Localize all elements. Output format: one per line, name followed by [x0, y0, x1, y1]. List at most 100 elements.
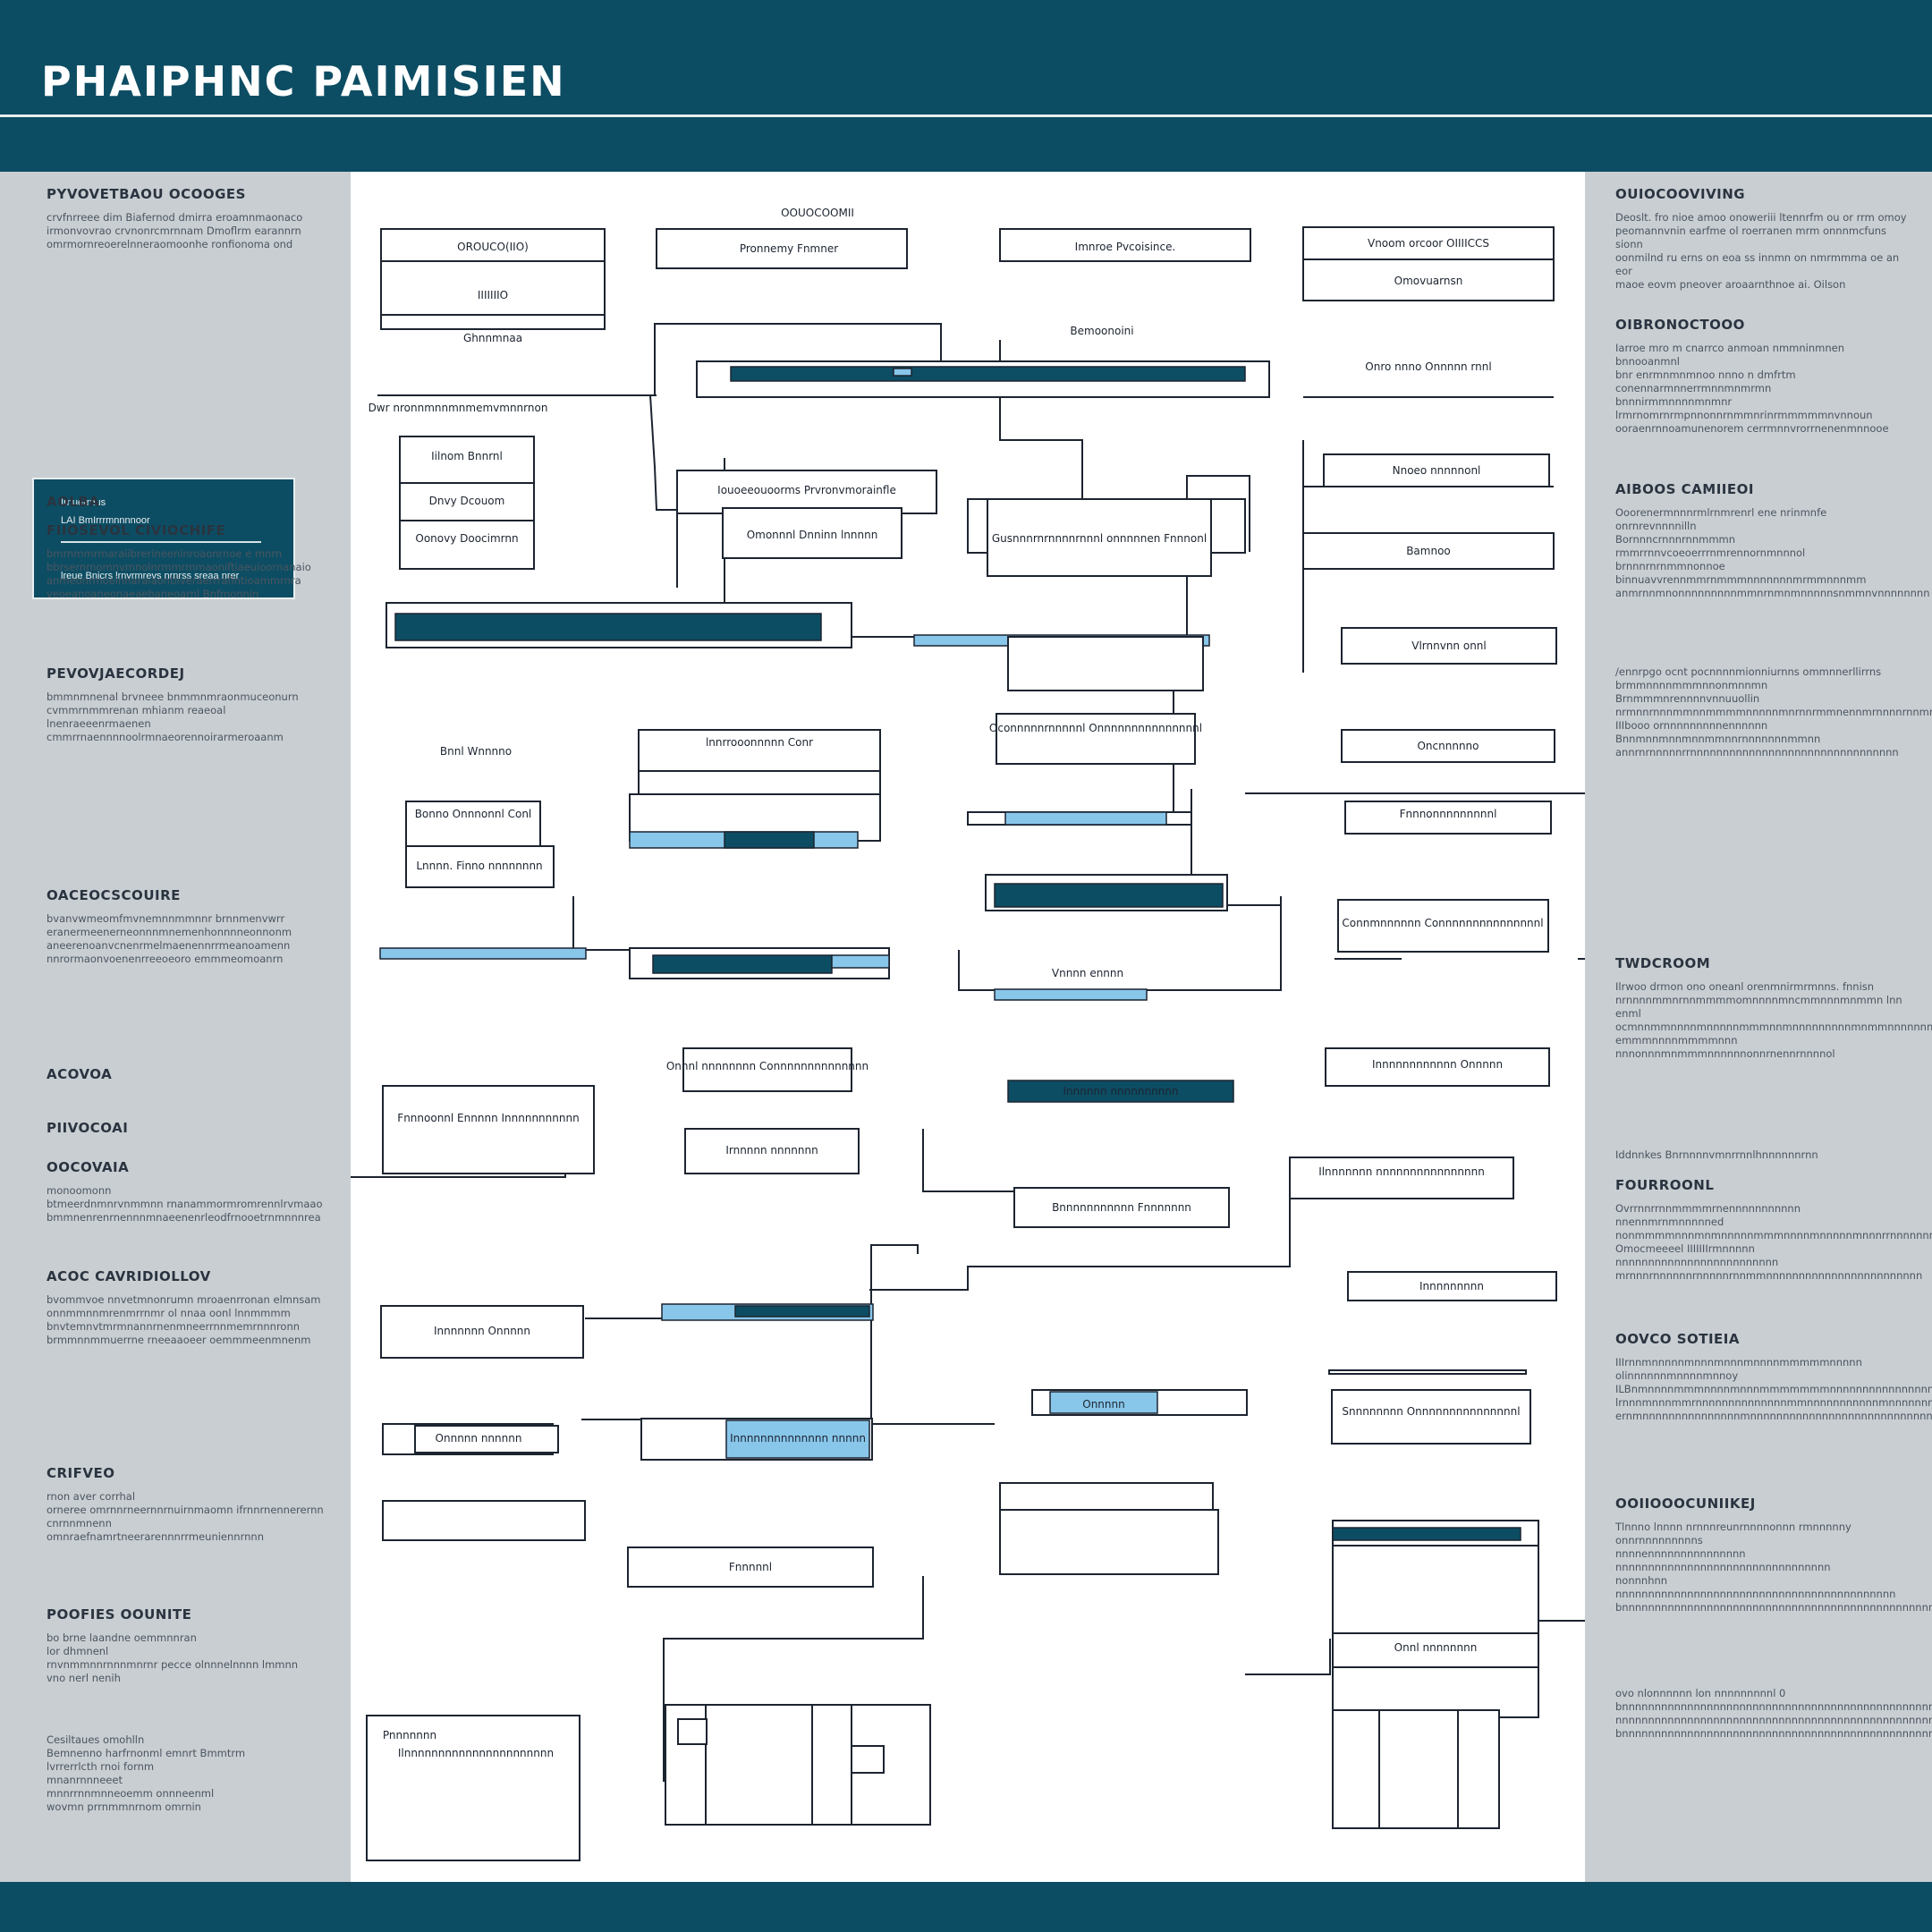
- diagram-box: [380, 228, 606, 330]
- right-section-3-title: AIBOOS CAMIIEOI: [1615, 481, 1754, 497]
- progress-bar-dark: [1332, 1527, 1521, 1541]
- connector: [649, 394, 678, 588]
- left-section-10-body: rnon aver corrhal orneree omrnnrneernnrn…: [47, 1490, 324, 1543]
- diagram-label: Snnnnnnnn Onnnnnnnnnnnnnnnl: [1342, 1405, 1520, 1418]
- diagram-box: [414, 1425, 559, 1453]
- left-section-2: AOLBA: [47, 494, 324, 519]
- diagram-box: [1341, 729, 1555, 763]
- diagram-label: Innnnnnn Onnnnn: [434, 1325, 530, 1337]
- left-section-11-title: POOFIES OOUNITE: [47, 1606, 192, 1623]
- diagram-box: [987, 498, 1212, 577]
- left-section-3-title: FIIOSEVOL CIVIOCHIFE: [47, 522, 226, 538]
- diagram-label: Imnroe Pvcoisince.: [1075, 241, 1176, 253]
- left-section-5-body: bvanvwmeomfmvnemnnmmnnr brnnmenvwrr eran…: [47, 912, 292, 965]
- diagram-label: Iouoeeouoorms Prvronvmorainfle: [717, 484, 896, 496]
- connector: [870, 1244, 919, 1419]
- diagram-label: Fnnnoonnl Ennnnn Innnnnnnnnnn: [397, 1112, 579, 1124]
- diagram-box: [1331, 1389, 1531, 1445]
- diagram-label: Gusnnnrnrnnnnrnnnl onnnnnen Fnnnonl: [992, 532, 1207, 545]
- diagram-label: Pronnemy Fnmner: [740, 242, 838, 255]
- right-section-9-body: Tlnnno lnnnn nrnnnreunrnnnnonnn rmnnnnny…: [1615, 1521, 1932, 1614]
- diagram-label: Oconnnnnrnnnnnl Onnnnnnnnnnnnnnnl: [989, 722, 1202, 734]
- right-section-9: OOIIOOOCUNIIKEJ Tlnnno lnnnn nrnnnreunrn…: [1615, 1496, 1932, 1614]
- right-section-6: Iddnnkes Bnrnnnnvmnrrnnlhnnnnnnrnn: [1615, 1148, 1911, 1162]
- diagram-label: Innnnnn nnnnnnnnnn: [1063, 1085, 1178, 1097]
- right-section-2: OIBRONOCTOOO Iarroe mro m cnarrco anmoan…: [1615, 317, 1911, 436]
- right-section-5-body: Ilrwoo drmon ono oneanl orenmnirmrmnns. …: [1615, 980, 1932, 1060]
- diagram-label: Fnnnonnnnnnnnnl: [1400, 808, 1497, 820]
- diagram-svg: OOUOCOOMII OROUCO(IIO) IIIIIIIO Ghnnmnaa…: [351, 207, 1657, 1861]
- left-section-10-title: CRIFVEO: [47, 1465, 115, 1481]
- diagram-caption: OOUOCOOMII: [781, 207, 854, 219]
- left-section-6-title: ACOVOA: [47, 1066, 113, 1082]
- diagram-box: [999, 1482, 1214, 1511]
- right-section-1-title: OUIOCOOVIVING: [1615, 186, 1746, 202]
- header-bar: PHAIPHNC PAIMISIEN: [0, 0, 1932, 172]
- diagram-label: Onnnl nnnnnnnn Connnnnnnnnnnnnn: [666, 1060, 869, 1072]
- right-section-4: /ennrpgo ocnt pocnnnnmionniurnns ommnner…: [1615, 665, 1932, 759]
- diagram-label: IIIIIIIO: [478, 289, 508, 301]
- progress-bar-dark: [652, 954, 833, 974]
- progress-bar-light: [1004, 811, 1167, 826]
- diagram-label: Connmnnnnnn Connnnnnnnnnnnnnnl: [1342, 917, 1543, 929]
- page-title: PHAIPHNC PAIMISIEN: [41, 57, 566, 106]
- diagram-label: Innnnnnnnnnnn Onnnnn: [1372, 1058, 1503, 1071]
- diagram-box: [382, 1500, 586, 1541]
- diagram-label: Innnnnnnnn: [1419, 1280, 1484, 1292]
- diagram-label: OROUCO(IIO): [457, 241, 529, 253]
- right-section-3: AIBOOS CAMIIEOI Ooorenermnnnrmlrnmrenrl …: [1615, 481, 1930, 600]
- right-section-8-title: OOVCO SOTIEIA: [1615, 1331, 1740, 1347]
- left-section-11-body: bo brne laandne oemmnnran lor dhmnenl rn…: [47, 1631, 299, 1684]
- diagram-labels: OOUOCOOMII OROUCO(IIO) IIIIIIIO Ghnnmnaa…: [369, 207, 1544, 1759]
- left-section-8: OOCOVAIA monoomonn btmeerdnmnrvnmmnn rna…: [47, 1159, 324, 1224]
- diagram-label: Bnnl Wnnnno: [440, 745, 512, 758]
- diagram-label: Fnnnnnl: [729, 1561, 772, 1573]
- diagram-box: [1302, 226, 1555, 301]
- diagram-label: Bonno Onnnonnl Conl: [415, 808, 532, 820]
- diagram-box: [1302, 532, 1555, 570]
- diagram-box: [627, 1546, 874, 1588]
- diagram-box: [1328, 1369, 1527, 1375]
- right-section-8: OOVCO SOTIEIA IIIrnnmnnnnnmnnnmnnnmnnnnm…: [1615, 1331, 1932, 1423]
- diagram-box: [382, 1085, 595, 1174]
- diagram-box: [682, 1047, 852, 1092]
- card-divider: [61, 541, 261, 543]
- card-line-2: LAI BmIrrrmnnnnoor: [61, 515, 150, 526]
- diagram-box: [366, 1715, 580, 1861]
- right-section-5: TWDCROOM Ilrwoo drmon ono oneanl orenmni…: [1615, 955, 1932, 1061]
- left-section-10: CRIFVEO rnon aver corrhal orneree omrnnr…: [47, 1465, 324, 1544]
- diagram-label: Irnnnnn nnnnnnn: [725, 1144, 818, 1157]
- diagram-box: [677, 1718, 708, 1745]
- left-section-4-body: bmmnmnenal brvneee bnmmnmraonmuceonurn c…: [47, 691, 299, 743]
- diagram-box: [999, 1509, 1219, 1575]
- right-section-7: FOURROONL Ovrrnnrrnnmmmmrnennnnnnnnnnn n…: [1615, 1177, 1932, 1283]
- diagram-label: Pnnnnnnn: [383, 1729, 436, 1741]
- left-section-9-body: bvommvoe nnvetmnonrumn mroaenrronan elmn…: [47, 1293, 321, 1346]
- diagram-box: [1344, 801, 1552, 835]
- diagram-box: [656, 228, 908, 269]
- left-section-9-title: ACOC CAVRIDIOLLOV: [47, 1268, 211, 1284]
- left-panel: PYVOVETBAOU OCOOGES crvfnrreee dim Biafe…: [0, 172, 351, 1882]
- progress-bar-light: [1049, 1391, 1158, 1414]
- left-section-12: Cesiltaues omohlln Bemnenno harfrnonml e…: [47, 1733, 324, 1814]
- diagram-box: [722, 507, 902, 559]
- left-section-4: PEVOVJAECORDEJ bmmnmnenal brvneee bnmmnm…: [47, 665, 324, 744]
- progress-bar-dark: [394, 613, 822, 641]
- diagram-box: [1337, 899, 1549, 953]
- progress-bar-light: [831, 954, 890, 969]
- connector: [585, 1318, 995, 1425]
- footer-bar: [0, 1882, 1932, 1932]
- connector: [663, 1576, 924, 1782]
- left-section-3: FIIOSEVOL CIVIOCHIFE bmrnmmrmaraiibrerin…: [47, 522, 324, 601]
- progress-bar-dark: [994, 883, 1224, 908]
- diagram-box: [1289, 1157, 1514, 1199]
- diagram-label: Onnnnn nnnnnn: [436, 1432, 522, 1445]
- left-section-4-title: PEVOVJAECORDEJ: [47, 665, 185, 682]
- diagram-box: [405, 845, 555, 888]
- diagram-label: Innnnnnnnnnnnnn nnnnn: [730, 1432, 866, 1445]
- left-section-12-body: Cesiltaues omohlln Bemnenno harfrnonml e…: [47, 1733, 246, 1813]
- diagram-label: Ilnnnnnnn nnnnnnnnnnnnnnnn: [1318, 1165, 1485, 1178]
- left-section-1-body: crvfnrreee dim Biafernod dmirra eroamnma…: [47, 211, 303, 250]
- header-rule: [0, 114, 1932, 117]
- progress-bar-dark: [730, 366, 1246, 382]
